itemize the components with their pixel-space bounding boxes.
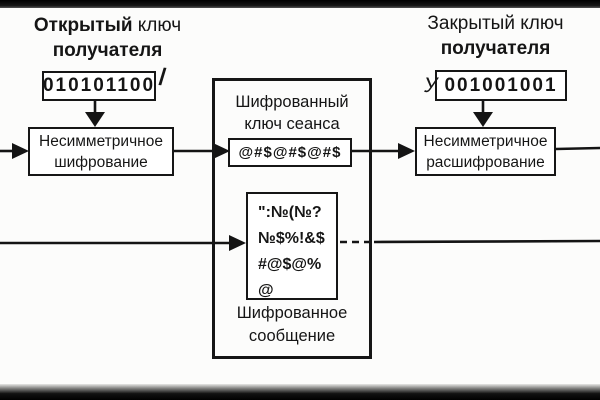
encryption-label-line1: Несимметричное bbox=[39, 132, 163, 150]
key-check-mark: У bbox=[422, 74, 442, 97]
arrow-public-key-down bbox=[85, 101, 105, 127]
encrypted-session-key-box: @#$@#$@#$ bbox=[228, 138, 352, 167]
public-key-value-box: 010101100 / bbox=[42, 64, 169, 101]
public-key-header-line1: Открытый ключ bbox=[15, 13, 200, 38]
arrow-message-in bbox=[0, 235, 246, 251]
public-key-header: Открытый ключ получателя bbox=[15, 13, 200, 63]
arrow-message-out bbox=[340, 239, 600, 244]
private-key-header-line2: получателя bbox=[440, 38, 551, 59]
decryption-label-line2: расшифрование bbox=[426, 153, 545, 171]
encryption-label-line2: шифрование bbox=[54, 153, 148, 171]
encrypted-message-caption-line1: Шифрованное bbox=[236, 304, 348, 322]
encrypted-message-line: №$%!&$ bbox=[258, 230, 325, 247]
scan-edge-top-bar bbox=[0, 0, 600, 8]
session-key-title-line1: Шифрованный bbox=[235, 93, 349, 111]
encrypted-message-line: #@$@% bbox=[258, 256, 322, 273]
ciphertext-container-box: Шифрованный ключ сеанса Шифрованное сооб… bbox=[212, 78, 372, 359]
encrypted-message-caption-line2: сообщение bbox=[248, 327, 336, 345]
public-key-bits: 010101100 bbox=[42, 75, 156, 96]
arrow-encrypt-to-cipher bbox=[174, 143, 230, 159]
scan-edge-bottom-bar bbox=[0, 384, 600, 400]
encrypted-message-caption: Шифрованное сообщение bbox=[215, 302, 369, 348]
encrypted-message-line: @ bbox=[258, 282, 274, 299]
asymmetric-encryption-box: Несимметричное шифрование bbox=[28, 127, 174, 176]
decryption-label-line1: Несимметричное bbox=[423, 132, 548, 150]
private-key-header: Закрытый ключ получателя bbox=[413, 11, 578, 61]
asymmetric-decryption-box: Несимметричное расшифрование bbox=[415, 127, 556, 176]
public-key-word-rest: ключ bbox=[132, 15, 182, 36]
public-key-word: Открытый bbox=[33, 15, 133, 36]
encrypted-session-key-text: @#$@#$@#$ bbox=[238, 144, 342, 161]
arrow-private-key-down bbox=[473, 101, 493, 127]
arrow-right-out bbox=[555, 146, 600, 151]
session-key-title: Шифрованный ключ сеанса bbox=[215, 91, 369, 135]
encrypted-message-box: ":№(№? №$%!&$ #@$@% @ bbox=[246, 192, 338, 300]
private-key-value-box: У 001001001 bbox=[422, 70, 567, 101]
private-key-header-line1: Закрытый ключ bbox=[427, 13, 564, 34]
public-key-header-line2: получателя bbox=[52, 40, 163, 61]
private-key-bits: 001001001 bbox=[444, 74, 558, 96]
arrow-left-in bbox=[0, 143, 29, 159]
session-key-title-line2: ключ сеанса bbox=[244, 115, 340, 133]
encrypted-message-line: ":№(№? bbox=[258, 204, 322, 221]
arrow-cipher-to-decrypt bbox=[352, 143, 415, 159]
